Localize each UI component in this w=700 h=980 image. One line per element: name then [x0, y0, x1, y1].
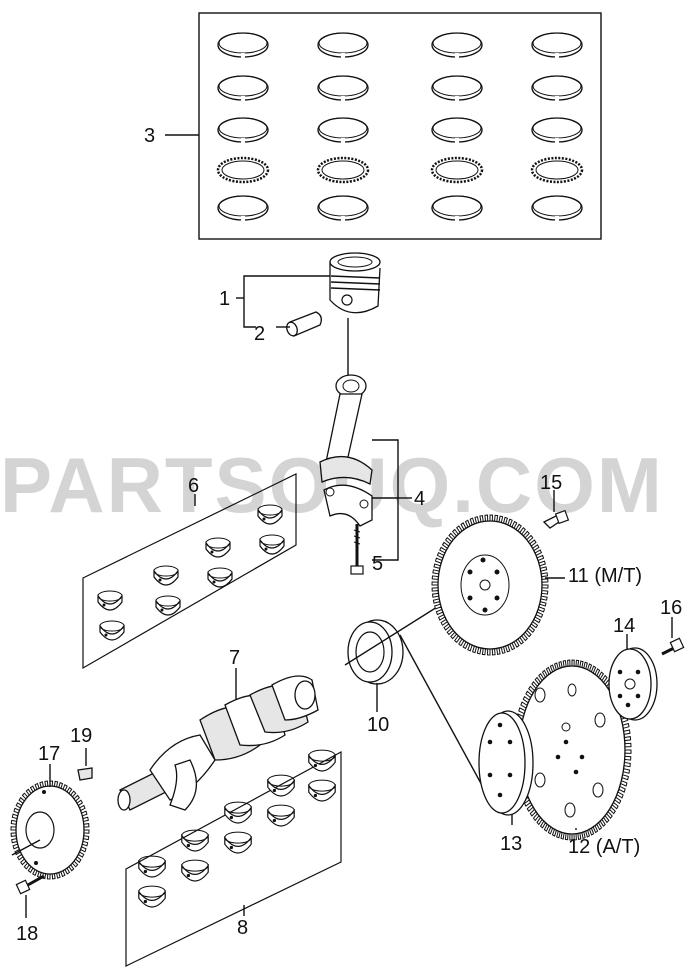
- bearing-shell: [153, 565, 179, 586]
- piston-ring: [217, 75, 269, 102]
- connecting-rod-bolt[interactable]: [350, 524, 364, 575]
- flywheel-bolt[interactable]: [542, 509, 570, 529]
- drive-plate-bolt[interactable]: [661, 637, 685, 656]
- piston[interactable]: [329, 252, 381, 314]
- bearing-shell: [267, 774, 295, 797]
- bearing-shell: [207, 567, 233, 588]
- adapter-plate[interactable]: [608, 647, 658, 721]
- callout-19[interactable]: 19: [70, 725, 92, 747]
- piston-pin[interactable]: [285, 311, 322, 337]
- piston-ring: [530, 156, 584, 184]
- bearing-shell: [257, 504, 283, 525]
- piston-ring: [217, 117, 269, 144]
- piston-ring: [431, 195, 483, 222]
- piston-ring: [430, 156, 484, 184]
- timing-gear-bolt[interactable]: [15, 874, 45, 895]
- bearing-shell: [308, 749, 336, 772]
- piston-rings: [216, 32, 584, 222]
- piston-ring: [431, 75, 483, 102]
- callout-6[interactable]: 6: [188, 475, 199, 497]
- callout-3[interactable]: 3: [144, 125, 155, 147]
- flywheel[interactable]: [431, 514, 549, 656]
- bearing-shell: [181, 829, 209, 852]
- callout-16[interactable]: 16: [660, 597, 682, 619]
- callout-14[interactable]: 14: [613, 615, 635, 637]
- crankshaft-timing-gear[interactable]: [10, 780, 90, 880]
- drive-plate[interactable]: [512, 659, 632, 841]
- piston-ring: [216, 156, 270, 184]
- bearing-shell: [308, 779, 336, 802]
- callout-4[interactable]: 4: [414, 488, 425, 510]
- callout-8[interactable]: 8: [237, 917, 248, 939]
- bearing-shell: [99, 620, 125, 641]
- bearing-shell: [224, 831, 252, 854]
- piston-ring: [531, 117, 583, 144]
- bearing-shell: [205, 537, 231, 558]
- piston-ring: [431, 117, 483, 144]
- piston-ring: [317, 75, 369, 102]
- callout-12[interactable]: 12 (A/T): [568, 836, 640, 858]
- piston-ring: [531, 32, 583, 59]
- bearing-shell: [267, 804, 295, 827]
- connecting-rod-bearing-set[interactable]: [82, 473, 297, 670]
- piston-ring: [317, 32, 369, 59]
- callout-15[interactable]: 15: [540, 472, 562, 494]
- callout-13[interactable]: 13: [500, 833, 522, 855]
- piston-ring: [531, 195, 583, 222]
- bearing-shell: [138, 855, 166, 878]
- bearing-shell: [224, 801, 252, 824]
- piston-ring: [431, 32, 483, 59]
- callout-11[interactable]: 11 (M/T): [568, 565, 642, 587]
- bearing-shell: [181, 859, 209, 882]
- piston-ring: [317, 117, 369, 144]
- spacer-plate[interactable]: [478, 710, 534, 816]
- callout-2[interactable]: 2: [254, 323, 265, 345]
- callout-1[interactable]: 1: [219, 288, 230, 310]
- bearing-shell: [97, 590, 123, 611]
- piston-ring: [316, 156, 370, 184]
- callout-18[interactable]: 18: [16, 923, 38, 945]
- connecting-rod[interactable]: [319, 374, 373, 527]
- crankshaft-rear-oil-seal[interactable]: [347, 619, 404, 685]
- callout-5[interactable]: 5: [372, 553, 383, 575]
- woodruff-key[interactable]: [77, 767, 93, 781]
- piston-ring: [217, 32, 269, 59]
- piston-ring: [317, 195, 369, 222]
- piston-ring: [531, 75, 583, 102]
- callout-10[interactable]: 10: [367, 714, 389, 736]
- bearing-shell: [259, 534, 285, 555]
- bearing-shell: [155, 595, 181, 616]
- callout-7[interactable]: 7: [229, 647, 240, 669]
- callout-17[interactable]: 17: [38, 743, 60, 765]
- crankshaft[interactable]: [117, 675, 319, 811]
- piston-ring: [217, 195, 269, 222]
- piston-ring-set[interactable]: [198, 12, 602, 240]
- crankshaft-main-bearing-set[interactable]: [125, 749, 342, 967]
- bearing-shell: [138, 885, 166, 908]
